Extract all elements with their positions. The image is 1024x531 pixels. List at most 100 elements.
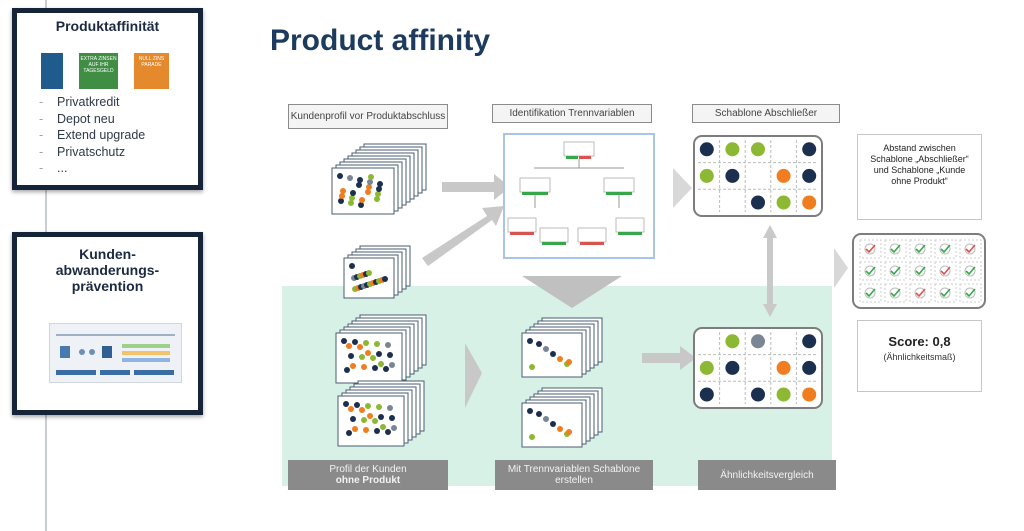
check-cell: [884, 283, 907, 303]
footer-profile-without-product: Profil der Kunden ohne Produkt: [288, 460, 448, 490]
profile-dot: [376, 404, 382, 410]
check-icon: [940, 244, 951, 254]
template-grid-bottom: [693, 327, 823, 409]
profile-dot: [550, 351, 556, 357]
profile-dot: [372, 418, 378, 424]
profile-dot: [566, 429, 572, 435]
profile-dot: [387, 405, 393, 411]
template-dot: [802, 142, 817, 157]
profile-dot: [368, 174, 374, 180]
profile-dot: [357, 344, 363, 350]
profile-dot: [550, 421, 556, 427]
list-item: Extend upgrade: [39, 127, 145, 144]
profile-dot: [376, 186, 382, 192]
profile-dot: [389, 415, 395, 421]
score-box: Score: 0,8 (Ähnlichkeitsmaß): [857, 320, 982, 392]
profile-dot: [536, 341, 542, 347]
footer-text: Profil der Kunden: [329, 464, 407, 475]
profile-dot: [352, 339, 358, 345]
profile-dot: [361, 417, 367, 423]
check-icon: [940, 266, 951, 276]
check-icon: [914, 265, 926, 277]
footer-create-template: Mit Trennvariablen Schablone erstellen: [495, 460, 653, 490]
profile-dot: [367, 413, 373, 419]
profile-dot: [359, 354, 365, 360]
profile-dot: [557, 356, 563, 362]
double-arrow-icon: [763, 225, 777, 317]
check-icon: [915, 288, 926, 298]
profile-dot: [347, 175, 353, 181]
list-item: Privatschutz: [39, 144, 145, 161]
profile-dot: [348, 406, 354, 412]
profile-dot: [370, 355, 376, 361]
template-dot: [725, 142, 740, 157]
profile-dot: [536, 411, 542, 417]
score-value: Score: 0,8: [888, 334, 951, 349]
check-icon: [964, 287, 976, 299]
profile-dot: [543, 346, 549, 352]
profile-dot: [378, 361, 384, 367]
check-icon: [914, 287, 926, 299]
slide-thumbnail: [49, 323, 182, 383]
card-product-affinity[interactable]: Produktaffinität EXTRA ZINSEN AUF IHR TA…: [12, 8, 203, 190]
check-icon: [915, 244, 926, 254]
check-cell: [934, 283, 957, 303]
card-title-line: abwanderungs-: [55, 262, 160, 278]
check-cell: [909, 283, 932, 303]
profile-dot: [387, 352, 393, 358]
template-dot: [776, 360, 791, 375]
check-icon: [864, 243, 876, 255]
profile-dot: [382, 276, 388, 282]
check-icon: [889, 287, 901, 299]
profile-dot: [363, 340, 369, 346]
profile-dot: [346, 343, 352, 349]
check-icon: [865, 244, 876, 254]
profile-dot: [374, 341, 380, 347]
template-dot: [725, 334, 740, 349]
distance-description: Abstand zwischen Schablone „Abschließer“…: [857, 134, 982, 220]
piggy-bank-icon: [41, 53, 63, 89]
check-icon: [915, 266, 926, 276]
check-cell: [909, 261, 932, 281]
check-icon: [939, 243, 951, 255]
profile-dot: [344, 367, 350, 373]
list-item: Depot neu: [39, 111, 145, 128]
profile-dot: [363, 427, 369, 433]
check-cell: [909, 239, 932, 259]
template-dot: [751, 387, 765, 402]
check-cell: [959, 239, 982, 259]
check-icon: [865, 266, 876, 276]
profile-dot: [566, 359, 572, 365]
card-title: Produktaffinität: [55, 18, 160, 34]
profile-dot: [557, 426, 563, 432]
profile-dot: [359, 407, 365, 413]
card-title-line: prävention: [71, 278, 144, 294]
check-cell: [884, 239, 907, 259]
decision-tree-icon: [507, 141, 645, 245]
profile-dot: [365, 403, 371, 409]
check-icon: [889, 265, 901, 277]
profile-dot: [340, 188, 346, 194]
profile-dot: [348, 353, 354, 359]
profile-dot: [350, 416, 356, 422]
check-icon: [889, 243, 901, 255]
score-subtitle: (Ähnlichkeitsmaß): [883, 352, 956, 362]
card-churn-prevention[interactable]: Kunden- abwanderungs- prävention: [12, 232, 203, 415]
template-dot: [699, 142, 714, 157]
profile-dot: [365, 350, 371, 356]
template-dot: [802, 387, 817, 402]
list-item: Privatkredit: [39, 94, 145, 111]
arrow-down-icon: [522, 276, 622, 308]
chevron-right-icon: [465, 343, 482, 408]
profile-dot: [543, 416, 549, 422]
profile-dot: [529, 434, 535, 440]
profile-dot: [350, 190, 356, 196]
thumbnail-graphic: [56, 334, 175, 375]
profile-dot: [374, 428, 380, 434]
profile-dot: [338, 198, 344, 204]
check-icon: [939, 265, 951, 277]
chevron-right-icon: [673, 168, 692, 208]
customer-profile-stacks: [331, 143, 603, 448]
card-title: Kunden- abwanderungs- prävention: [17, 246, 198, 294]
profile-dot: [366, 270, 372, 276]
